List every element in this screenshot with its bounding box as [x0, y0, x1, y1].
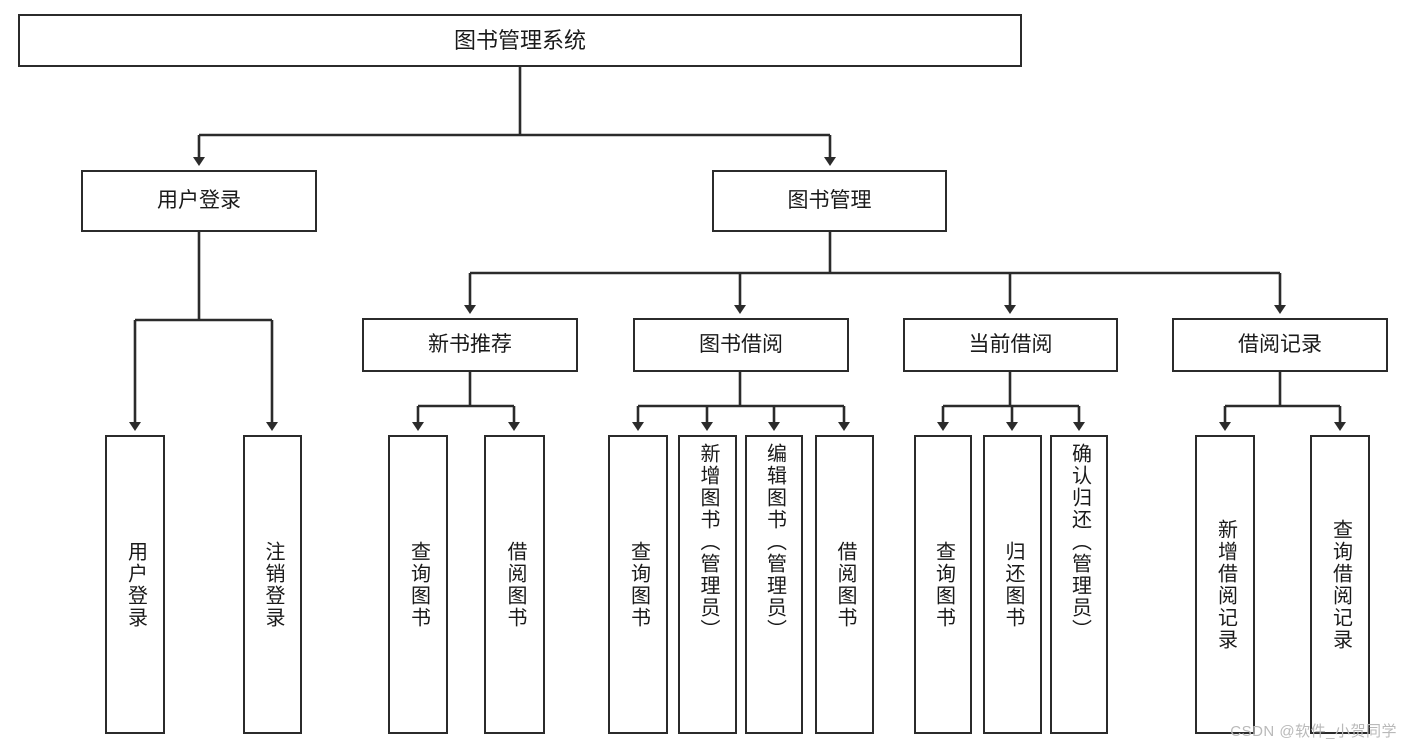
node-leaf-borrow-book-1-label: 借阅图书 — [504, 540, 526, 629]
node-leaf-borrow-book-2[interactable]: 借阅图书 — [815, 435, 874, 734]
node-new-book-rec[interactable]: 新书推荐 — [362, 318, 578, 372]
connector-userlogin-to-leaves — [129, 232, 278, 431]
node-borrow-record-label: 借阅记录 — [1238, 332, 1322, 356]
node-book-manage-label: 图书管理 — [787, 188, 872, 212]
node-current-borrow[interactable]: 当前借阅 — [903, 318, 1118, 372]
node-book-borrow[interactable]: 图书借阅 — [633, 318, 849, 372]
node-leaf-user-login-label: 用户登录 — [124, 540, 147, 629]
connector-newbook-to-leaves — [412, 372, 520, 431]
node-leaf-add-record[interactable]: 新增借阅记录 — [1195, 435, 1255, 734]
node-leaf-add-book-label: 新增图书（管理员） — [697, 443, 719, 641]
node-leaf-user-login[interactable]: 用户登录 — [105, 435, 165, 734]
node-leaf-add-book[interactable]: 新增图书（管理员） — [678, 435, 737, 734]
node-book-borrow-label: 图书借阅 — [699, 332, 783, 356]
node-leaf-query-book-1-label: 查询图书 — [407, 540, 430, 629]
node-leaf-edit-book-label: 编辑图书（管理员） — [763, 443, 786, 641]
node-root-label: 图书管理系统 — [453, 27, 586, 53]
node-leaf-return-book-label: 归还图书 — [1002, 540, 1024, 629]
connector-borrowrecord-to-leaves — [1219, 372, 1346, 431]
node-root[interactable]: 图书管理系统 — [18, 14, 1022, 67]
node-leaf-query-record[interactable]: 查询借阅记录 — [1310, 435, 1370, 734]
node-leaf-query-book-2-label: 查询图书 — [627, 540, 650, 629]
node-leaf-user-logout[interactable]: 注销登录 — [243, 435, 302, 734]
node-leaf-query-record-label: 查询借阅记录 — [1329, 518, 1352, 651]
node-leaf-confirm-return-label: 确认归还（管理员） — [1068, 443, 1091, 641]
node-leaf-return-book[interactable]: 归还图书 — [983, 435, 1042, 734]
node-user-login-label: 用户登录 — [157, 188, 241, 212]
node-current-borrow-label: 当前借阅 — [968, 332, 1053, 356]
node-new-book-rec-label: 新书推荐 — [428, 332, 512, 356]
node-leaf-add-record-label: 新增借阅记录 — [1214, 518, 1237, 651]
node-user-login[interactable]: 用户登录 — [81, 170, 317, 232]
node-leaf-borrow-book-1[interactable]: 借阅图书 — [484, 435, 545, 734]
connector-bookborrow-to-leaves — [632, 372, 850, 431]
node-leaf-edit-book[interactable]: 编辑图书（管理员） — [745, 435, 803, 734]
connector-currentborrow-to-leaves — [937, 372, 1085, 431]
node-leaf-confirm-return[interactable]: 确认归还（管理员） — [1050, 435, 1108, 734]
node-book-manage[interactable]: 图书管理 — [712, 170, 947, 232]
node-leaf-query-book-3[interactable]: 查询图书 — [914, 435, 972, 734]
node-leaf-query-book-3-label: 查询图书 — [932, 540, 955, 629]
connector-bookmanage-to-level3 — [464, 232, 1286, 314]
node-leaf-query-book-2[interactable]: 查询图书 — [608, 435, 668, 734]
node-borrow-record[interactable]: 借阅记录 — [1172, 318, 1388, 372]
node-leaf-user-logout-label: 注销登录 — [262, 540, 284, 629]
node-leaf-query-book-1[interactable]: 查询图书 — [388, 435, 448, 734]
connector-root-to-level2 — [193, 67, 836, 166]
csdn-watermark: CSDN @软件_小贺同学 — [1230, 723, 1397, 740]
node-leaf-borrow-book-2-label: 借阅图书 — [834, 540, 856, 629]
